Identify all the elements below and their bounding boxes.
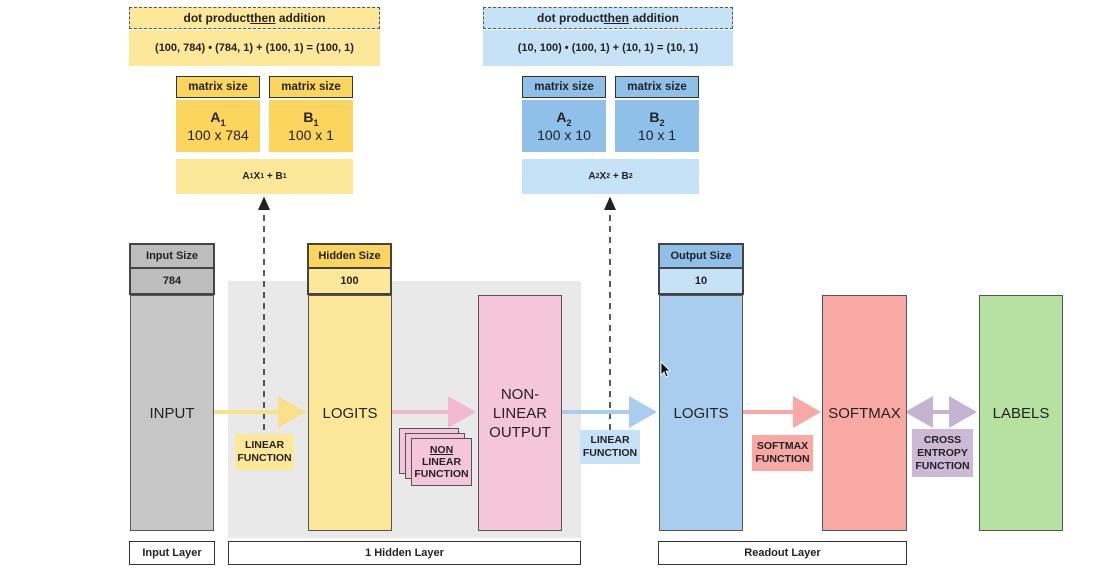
input-size-title: Input Size [129, 243, 215, 269]
tag-text: FUNCTION [237, 452, 292, 464]
title-text: addition [629, 11, 679, 25]
block-text: NON- [500, 385, 540, 403]
matrix-dims: 100 x 1 [288, 127, 334, 144]
tag-text: ENTROPY [917, 446, 968, 459]
formula-part: + B [264, 171, 283, 182]
formula-part: A [588, 171, 596, 182]
title-text: dot product [183, 11, 251, 25]
labels-block: LABELS [979, 295, 1063, 531]
title-text: dot product [537, 11, 604, 25]
matrix-name: B [303, 108, 314, 125]
readout-layer-footer: Readout Layer [658, 541, 907, 565]
title-text: addition [275, 11, 326, 25]
tag-text: LINEAR [421, 456, 462, 468]
right-equation: (10, 100) • (100, 1) + (10, 1) = (10, 1) [483, 30, 733, 66]
tag-text: SOFTMAX [756, 440, 809, 452]
matrix-dims: 10 x 1 [637, 127, 677, 144]
matrix-name: A [210, 108, 221, 125]
title-emphasis: then [250, 11, 276, 25]
tag-text: FUNCTION [915, 459, 970, 472]
formula-part: A [242, 171, 250, 182]
linear-function-tag-1: LINEAR FUNCTION [235, 434, 294, 470]
logits-readout-block: LOGITS [659, 295, 743, 531]
tag-text: LINEAR [244, 439, 285, 451]
right-a-matrix-label: matrix size [522, 76, 606, 98]
left-matrix-a: A1 100 x 784 [176, 100, 260, 152]
matrix-dims: 100 x 784 [187, 127, 249, 144]
formula-part: X [599, 171, 607, 182]
formula-sub: 1 [249, 173, 254, 180]
cursor-icon [660, 361, 671, 378]
tag-text: LINEAR [590, 434, 630, 446]
matrix-subscript: 1 [313, 117, 319, 128]
right-b-matrix-label: matrix size [615, 76, 699, 98]
block-text: LINEAR [492, 404, 548, 422]
formula-sub: 2 [606, 173, 611, 180]
hidden-size-value: 100 [307, 269, 392, 295]
hidden-size-title: Hidden Size [307, 243, 392, 269]
formula-sub: 2 [628, 173, 633, 180]
formula-sub: 2 [595, 173, 600, 180]
hidden-layer-footer: 1 Hidden Layer [228, 541, 581, 565]
right-calc-title: dot product then addition [483, 7, 733, 29]
output-size-value: 10 [658, 269, 744, 295]
left-a-matrix-label: matrix size [176, 76, 260, 98]
softmax-block: SOFTMAX [822, 295, 907, 531]
nonlinear-function-tag: NON LINEAR FUNCTION [411, 438, 472, 486]
block-text: OUTPUT [489, 423, 551, 441]
left-b-matrix-label: matrix size [269, 76, 353, 98]
formula-sub: 1 [260, 173, 265, 180]
output-size-title: Output Size [658, 243, 744, 269]
matrix-subscript: 2 [566, 117, 572, 128]
formula-part: + B [610, 171, 629, 182]
input-layer-footer: Input Layer [129, 541, 215, 565]
matrix-dims: 100 x 10 [537, 127, 591, 144]
matrix-subscript: 2 [659, 117, 665, 128]
right-matrix-a: A2 100 x 10 [522, 100, 606, 152]
tag-text: FUNCTION [755, 453, 810, 465]
title-emphasis: then [603, 11, 629, 25]
linear-function-tag-2: LINEAR FUNCTION [580, 430, 640, 464]
tag-text: NON [429, 444, 454, 456]
right-matrix-b: B2 10 x 1 [615, 100, 699, 152]
tag-text: FUNCTION [582, 447, 638, 459]
logits-hidden-block: LOGITS [308, 295, 392, 531]
formula-sub: 1 [282, 173, 287, 180]
tag-text: CROSS [923, 433, 962, 446]
left-matrix-b: B1 100 x 1 [269, 100, 353, 152]
cross-entropy-tag: CROSS ENTROPY FUNCTION [912, 429, 973, 477]
left-calc-title: dot product then addition [129, 7, 380, 29]
matrix-subscript: 1 [220, 117, 226, 128]
formula-part: X [253, 171, 261, 182]
left-equation: (100, 784) • (784, 1) + (100, 1) = (100,… [129, 30, 380, 66]
nonlinear-output-block: NON- LINEAR OUTPUT [478, 295, 562, 531]
matrix-name: B [649, 108, 660, 125]
input-size-value: 784 [129, 269, 215, 295]
tag-text: FUNCTION [414, 468, 469, 480]
input-layer-block: INPUT [130, 295, 214, 531]
softmax-function-tag: SOFTMAX FUNCTION [752, 435, 813, 471]
matrix-name: A [556, 108, 567, 125]
